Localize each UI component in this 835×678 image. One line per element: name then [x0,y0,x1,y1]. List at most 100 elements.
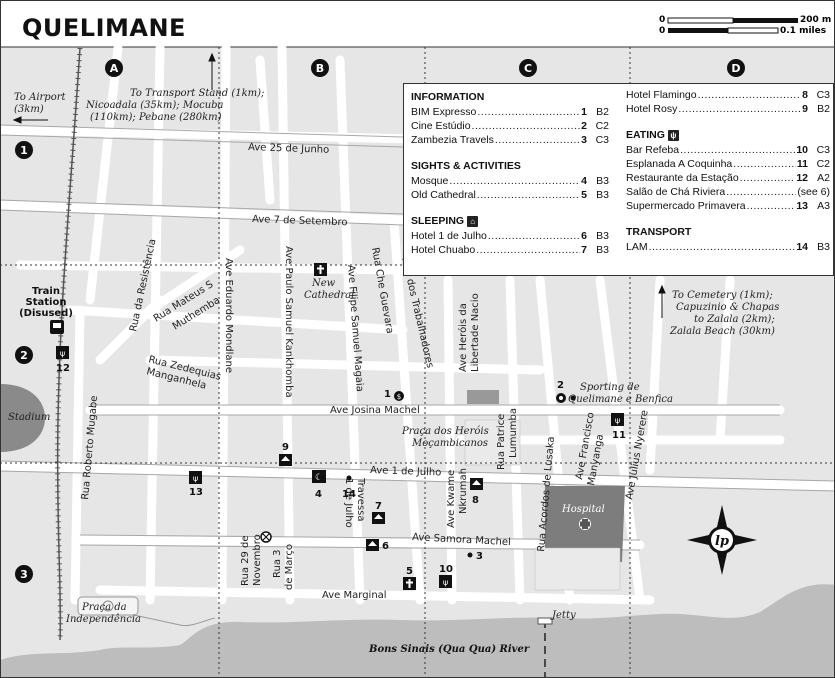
restaurant-11-icon [611,413,624,426]
svg-text:ψ: ψ [443,578,448,587]
street-rua-29-1: Rua 29 de [240,535,251,586]
praca-independencia-area [77,596,139,616]
grid-row-1: 1 [20,144,28,157]
legend-item: Cine Estúdio............................… [411,120,609,132]
cemetery-label-4: Zalala Beach (30km) [669,326,775,337]
sporting-dot-icon [570,395,576,401]
praca-herois-label-1: Praça dos Heróis [401,426,489,437]
marker-11-number: 11 [612,430,626,441]
svg-text:☾: ☾ [315,473,323,483]
street-ave-1-julho: Ave 1 de Julho [370,465,442,478]
svg-text:ψ: ψ [193,474,198,483]
marker-4-number: 4 [315,489,322,500]
street-rua-patrice-2: Lumumba [508,408,519,458]
legend-item: Zambezia Travels........................… [411,134,609,146]
river-water [0,584,835,678]
hospital-cross-icon [579,518,591,530]
info-dot-icon [467,552,473,558]
train-station-label-1: Train [32,286,60,297]
sporting-label-1: Sporting de [580,382,640,393]
map-title: QUELIMANE [22,14,186,42]
sleeping-house-icon: ⌂ [467,215,479,227]
legend-item: Hotel Flamingo..........................… [626,89,830,101]
marker-10-number: 10 [439,564,453,575]
marker-9-number: 9 [282,442,289,453]
legend-item: Mosque..................................… [411,175,609,187]
legend-item: Esplanada A Coquinha....................… [626,158,830,170]
mosque-icon [312,470,326,483]
cemetery-label-2: Capuzinio & Chapas [676,302,779,313]
restaurant-12-icon [56,346,69,359]
praca-herois-area [464,419,521,466]
street-ave-josina: Ave Josina Machel [330,405,420,416]
marker-6-number: 6 [382,541,389,552]
marker-2-number: 2 [557,380,564,391]
train-station-label-3: (Disused) [19,308,73,319]
hospital-label: Hospital [561,504,605,515]
svg-text:ψ: ψ [60,349,65,358]
legend-item: Hotel Rosy..............................… [626,103,830,115]
legend-heading-sights: SIGHTS & ACTIVITIES [411,160,521,172]
transport-stand-label-3: (110km); Pebane (280km) [90,112,222,123]
grid-row-2: 2 [20,349,28,362]
stadium-fill [0,384,45,452]
svg-text:$: $ [397,393,401,401]
grid-col-b: B [316,62,324,75]
street-rua-29-2: Novembro [252,534,263,586]
street-ave-herois-2: Libertade Nacio [470,293,481,372]
train-station-label-2: Station [26,297,67,308]
direction-arrows [12,52,666,318]
map-legend: INFORMATION BIM Expresso................… [403,83,834,276]
street-ave-paulo: Ave Paulo Samuel Kankhomba [283,246,294,398]
legend-item: Salão de Chá Riviera....................… [626,186,830,198]
jetty-label: Jetty [550,610,576,621]
scale-zero-bottom: 0 [659,26,666,36]
compass-rose-icon: lp [687,505,757,575]
poi-markers: $ 1 2 3 ☾ 4 14 5 6 7 8 [50,263,626,590]
stadium-label: Stadium [8,412,50,423]
street-rua-3-1: Rua 3 [272,549,283,578]
grid-col-d: D [731,62,740,75]
marker-8-number: 8 [472,495,479,506]
eating-fork-icon: ψ [667,129,679,141]
street-travessa-1: Travessa [355,477,366,522]
svg-text:ψ: ψ [615,416,620,425]
river-label: Bons Sinais (Qua Qua) River [368,644,530,655]
marker-3-number: 3 [476,551,483,562]
marker-5-number: 5 [406,566,413,577]
street-ave-marginal: Ave Marginal [322,590,387,601]
legend-item: Hotel Chuabo............................… [411,244,609,256]
street-rua-patrice-1: Rua Patrice [496,414,507,470]
street-ave-kwame-1: Ave Kwame [446,470,457,528]
new-cathedral-label-2: Cathedral [304,290,354,301]
airport-label-2: (3km) [14,104,44,115]
railway-line [56,47,81,641]
transport-stand-label-1: To Transport Stand (1km); [130,88,264,99]
legend-col-right: Hotel Flamingo..........................… [626,88,830,254]
praca-independencia-label-1: Praça da [81,602,127,613]
sporting-label-2: Quelimane e Benfica [568,394,673,405]
bank-icon [394,391,404,401]
street-rua-3-2: de Março [284,544,295,590]
street-ave-eduardo: Ave Eduardo Mondlane [223,258,234,373]
legend-item: Restaurante da Estação..................… [626,172,830,184]
praca-independencia-label-2: Independência [65,614,141,625]
legend-item: Hotel 1 de Julho........................… [411,230,609,242]
legend-item: Supermercado Primavera..................… [626,200,830,212]
grid-col-a: A [110,62,119,75]
grid-labels: A B C D 1 2 3 [15,59,745,583]
legend-heading-information: INFORMATION [411,91,485,103]
street-travessa-2: 1 de Julho [343,478,354,528]
cemetery-label-3: to Zalala (2km); [694,314,775,325]
scale-bar: 0 200 m 0 0.1 miles [658,15,834,39]
legend-item: LAM.....................................… [626,241,830,253]
marker-13-number: 13 [189,487,203,498]
grid-row-3: 3 [20,568,28,581]
legend-col-left: INFORMATION BIM Expresso................… [411,88,609,257]
legend-item: Bar Refeba..............................… [626,144,830,156]
marker-1-number: 1 [384,389,391,400]
lam-dot-icon [346,475,352,481]
marker-14-number: 14 [342,489,356,500]
